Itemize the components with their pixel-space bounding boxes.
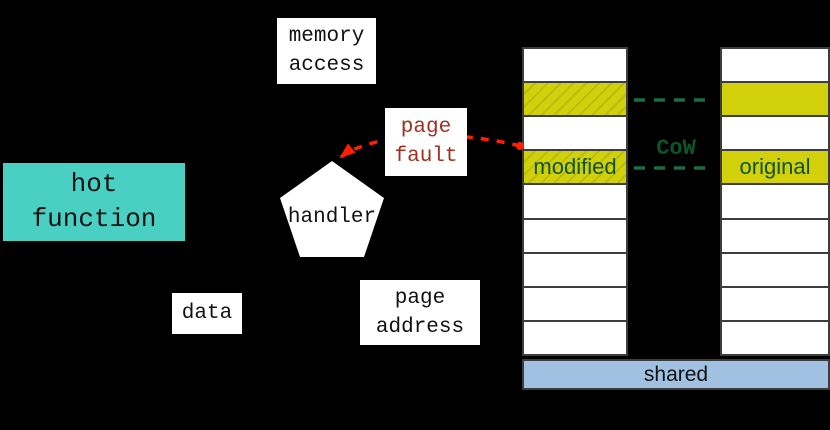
memory-access-label-line2: access [288,54,365,77]
memory-page-row [524,321,626,354]
memory-page-row [722,49,828,84]
memory-page-row [524,253,626,288]
memory-page-row [524,117,626,152]
handler-label: handler [287,206,377,229]
page-fault-label-line1: page [400,116,452,139]
shared-memory-bar: shared [522,359,830,390]
memory-page-row [722,287,828,322]
cow-label: CoW [656,136,696,161]
modified-pages-column: modified [522,47,628,356]
memory-access-box: memory access [277,18,376,84]
hot-function-label-line1: hot [70,169,118,199]
memory-page-row [722,219,828,254]
page-row-label: modified [533,154,617,180]
original-pages-column: original [720,47,830,356]
data-box: data [172,293,242,334]
memory-page-row [722,321,828,354]
shared-label: shared [643,362,709,386]
page-address-box: page address [360,280,480,345]
hot-function-label-line2: function [31,204,157,234]
memory-page-row-highlighted [722,83,828,118]
memory-page-row-highlighted: original [722,151,828,186]
memory-page-row-highlighted [524,83,626,118]
memory-access-label-line1: memory [288,25,365,48]
memory-page-row [524,49,626,84]
page-address-label-line1: page [394,286,446,310]
memory-page-row [722,117,828,152]
memory-page-row [524,185,626,220]
memory-page-row [722,253,828,288]
page-row-label: original [739,154,811,180]
memory-page-row-highlighted: modified [524,151,626,186]
memory-page-row [524,287,626,322]
page-fault-label-line2: fault [394,145,458,168]
data-label: data [181,302,233,325]
memory-page-row [722,185,828,220]
hot-function-box: hot function [3,163,185,241]
memory-page-row [524,219,626,254]
page-address-label-line2: address [375,315,465,339]
page-fault-box: page fault [385,108,467,176]
